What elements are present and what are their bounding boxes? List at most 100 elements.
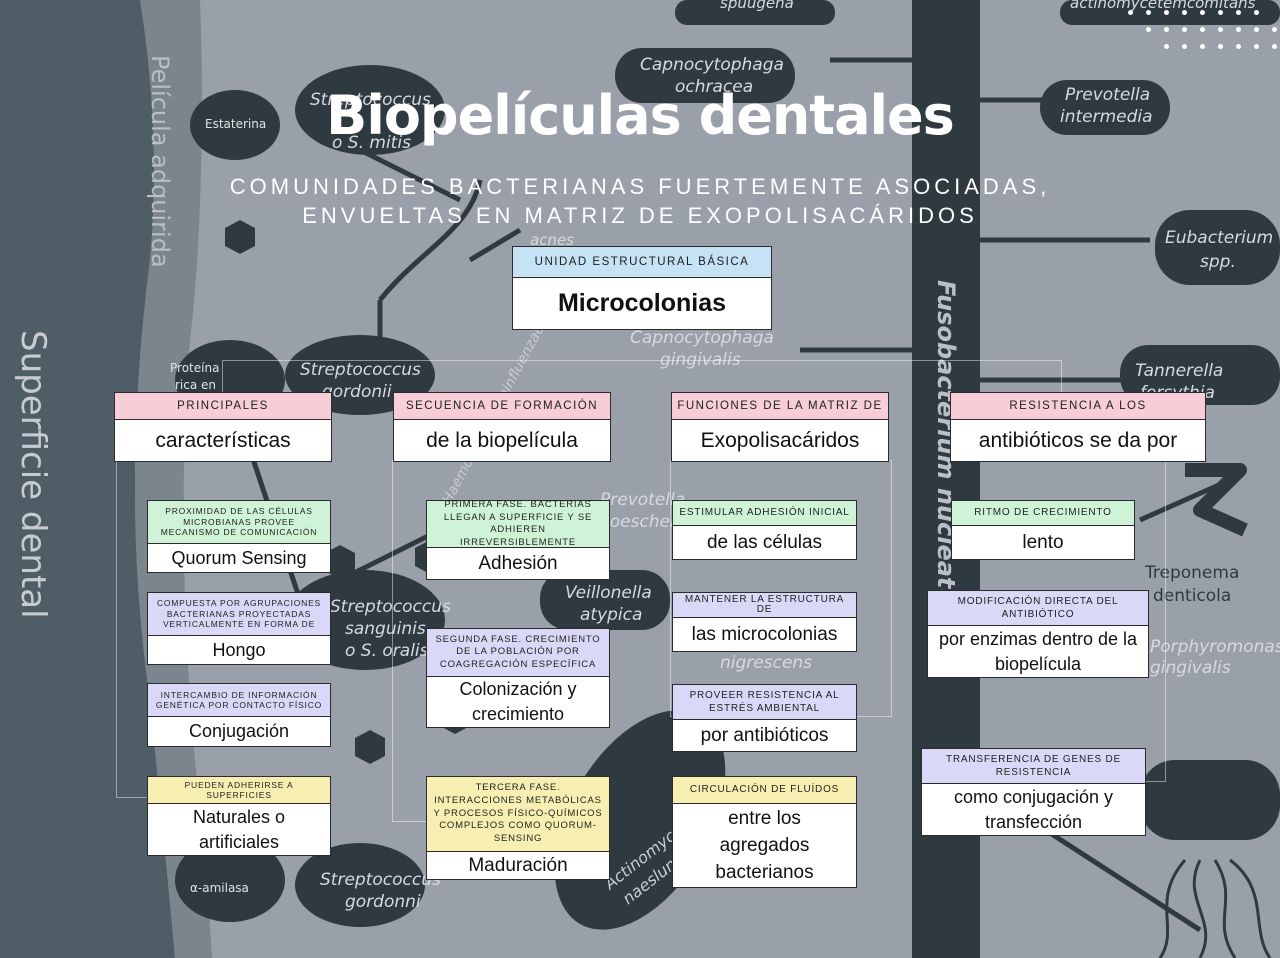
characteristic-node: INTERCAMBIO DE INFORMACIÓN GENÉTICA POR … [147,683,331,747]
sequence-node-header: TERCERA FASE. INTERACCIONES METABÓLICAS … [427,777,609,852]
column-node-body: antibióticos se da por [978,428,1178,452]
connector-frame-top [222,360,1062,393]
column-node-resistance: RESISTENCIA A LOS antibióticos se da por [950,392,1206,462]
root-node: UNIDAD ESTRUCTURAL BÁSICA Microcolonias [512,246,772,330]
characteristic-node-body: Conjugación [188,721,290,741]
sequence-node: SEGUNDA FASE. CRECIMIENTO DE LA POBLACIÓ… [426,628,610,728]
column-node-characteristics: PRINCIPALES características [114,392,332,462]
root-node-header: UNIDAD ESTRUCTURAL BÁSICA [513,247,771,278]
bg-label-treponema2: denticola [1153,586,1231,606]
bg-label-prevotella-int2: intermedia [1060,107,1153,127]
bg-label-pelicula: Película adquirida [146,55,174,268]
bg-label-prevotella-int1: Prevotella [1065,85,1150,105]
bg-label-capno1: Capnocytophaga [640,55,784,75]
resistance-node-header: MODIFICACIÓN DIRECTA DEL ANTIBIÓTICO [928,591,1148,626]
characteristic-node-body: Hongo [212,639,266,660]
treponema-shape [1185,463,1248,537]
sequence-node-body: Adhesión [478,553,558,574]
bg-label-proteina1: Proteína [170,361,219,375]
characteristic-node-body: Naturales o artificiales [192,806,286,852]
characteristic-node-body: Quorum Sensing [171,547,307,568]
column-node-body: Exopolisacáridos [700,428,860,452]
bg-label-spuugena: spuugena [720,0,794,12]
bg-label-capno1b: ochracea [675,77,753,97]
subtitle-line-2: ENVUELTAS EN MATRIZ DE EXOPOLISACÁRIDOS [302,203,978,228]
bg-label-strep-gordonni1: Streptococcus [320,870,441,890]
bg-label-actinomyces: actinomycetemcomitans [1070,0,1256,12]
bg-label-proteina2: rica en [175,378,216,392]
bg-label-prevotella-mel: Prevotella [600,490,685,510]
bg-label-capno2a: Capnocytophaga [630,328,774,348]
bg-label-strep-gordonii1: Streptococcus [300,360,421,380]
resistance-node: RITMO DE CRECIMIENTO lento [951,500,1135,560]
column-node-body: características [155,428,291,452]
characteristic-node: COMPUESTA POR AGRUPACIONES BACTERIANAS P… [147,592,331,665]
bg-label-strep-sang2: sanguinis [345,619,426,639]
resistance-node: MODIFICACIÓN DIRECTA DEL ANTIBIÓTICO por… [927,590,1149,678]
bg-label-tannerella1: Tannerella [1135,361,1223,381]
function-node-body: por antibióticos [700,725,829,746]
column-node-functions: FUNCIONES DE LA MATRIZ DE Exopolisacárid… [671,392,889,462]
column-node-body: de la biopelícula [426,428,578,452]
bg-label-porph1: Porphyromonas [1150,637,1280,657]
column-node-sequence: SECUENCIA DE FORMACIÓN de la biopelícula [393,392,611,462]
function-node-body: entre los agregados bacterianos [715,808,814,883]
function-node: MANTENER LA ESTRUCTURA DE las microcolon… [672,592,857,652]
bg-label-estaterina: Estaterina [205,117,266,131]
function-node-header: CIRCULACIÓN DE FLUÍDOS [673,777,856,804]
column-node-header: PRINCIPALES [115,393,331,420]
sequence-node-body: Colonización y crecimiento [459,679,577,724]
bg-label-strep-top: Streptococcus [310,90,431,110]
bg-label-eubacterium2: spp. [1200,252,1236,272]
function-node: PROVEER RESISTENCIA AL ESTRÉS AMBIENTAL … [672,684,857,752]
function-node-header: ESTIMULAR ADHESIÓN INICIAL [673,501,856,526]
bg-label-selenomonas2: flueggei [1155,811,1224,831]
function-node: CIRCULACIÓN DE FLUÍDOS entre los agregad… [672,776,857,888]
bg-label-veillonella1: Veillonella [565,583,652,603]
page-title: Biopelículas dentales [326,84,955,147]
function-node-header: MANTENER LA ESTRUCTURA DE [673,593,856,618]
bg-label-superficie: Superficie dental [13,330,53,619]
function-node-header: PROVEER RESISTENCIA AL ESTRÉS AMBIENTAL [673,685,856,720]
characteristic-node: PROXIMIDAD DE LAS CÉLULAS MICROBIANAS PR… [147,500,331,573]
sequence-node-header: PRIMERA FASE. BACTERIAS LLEGAN A SUPERFI… [427,499,609,548]
bg-label-porph2: gingivalis [1150,658,1231,678]
characteristic-node: PUEDEN ADHERIRSE A SUPERFICIES Naturales… [147,776,331,856]
bg-label-nigrescens: nigrescens [720,653,812,673]
bg-label-selenomonas1: Selenomonas [1155,787,1270,807]
function-node: ESTIMULAR ADHESIÓN INICIAL de las célula… [672,500,857,560]
tooth-surface-shape [0,0,175,958]
bg-label-prevotella-mel2: loescheii [605,512,680,532]
resistance-node-body: como conjugación y transfección [953,786,1114,832]
characteristic-node-header: PROXIMIDAD DE LAS CÉLULAS MICROBIANAS PR… [148,501,330,544]
connector-frame-functions [670,460,892,717]
bg-label-strep-gordonni2: gordonni [345,892,421,912]
bg-label-eubacterium1: Eubacterium [1165,228,1273,248]
sequence-node-header: SEGUNDA FASE. CRECIMIENTO DE LA POBLACIÓ… [427,629,609,677]
resistance-node-header: TRANSFERENCIA DE GENES DE RESISTENCIA [922,749,1145,784]
sequence-node: TERCERA FASE. INTERACCIONES METABÓLICAS … [426,776,610,880]
column-node-header: RESISTENCIA A LOS [951,393,1205,420]
root-node-body: Microcolonias [557,289,727,317]
bg-label-strep-sang1: Streptococcus [330,597,451,617]
subtitle-line-1: COMUNIDADES BACTERIANAS FUERTEMENTE ASOC… [229,174,1051,199]
sequence-node: PRIMERA FASE. BACTERIAS LLEGAN A SUPERFI… [426,499,610,580]
resistance-node-body: lento [1022,532,1064,553]
resistance-node: TRANSFERENCIA DE GENES DE RESISTENCIA co… [921,748,1146,836]
function-node-body: de las células [706,532,823,553]
bg-label-veillonella2: atypica [580,605,642,625]
sequence-node-body: Maduración [468,855,568,876]
resistance-node-header: RITMO DE CRECIMIENTO [952,501,1134,526]
column-node-header: FUNCIONES DE LA MATRIZ DE [672,393,888,420]
page-subtitle: COMUNIDADES BACTERIANAS FUERTEMENTE ASOC… [200,172,1080,230]
bg-label-strep-gordonii2: gordonii [322,382,392,402]
resistance-node-body: por enzimas dentro de la biopelícula [938,628,1138,674]
bg-label-acnes: acnes [530,231,574,249]
bg-label-s-mitis: o S. mitis [332,133,411,153]
bg-label-capno2b: gingivalis [660,350,741,370]
column-node-header: SECUENCIA DE FORMACIÓN [394,393,610,420]
bg-label-treponema1: Treponema [1144,563,1239,583]
bg-label-strep-sang3: o S. oralis [345,641,429,661]
characteristic-node-header: PUEDEN ADHERIRSE A SUPERFICIES [148,777,330,804]
characteristic-node-header: COMPUESTA POR AGRUPACIONES BACTERIANAS P… [148,593,330,636]
